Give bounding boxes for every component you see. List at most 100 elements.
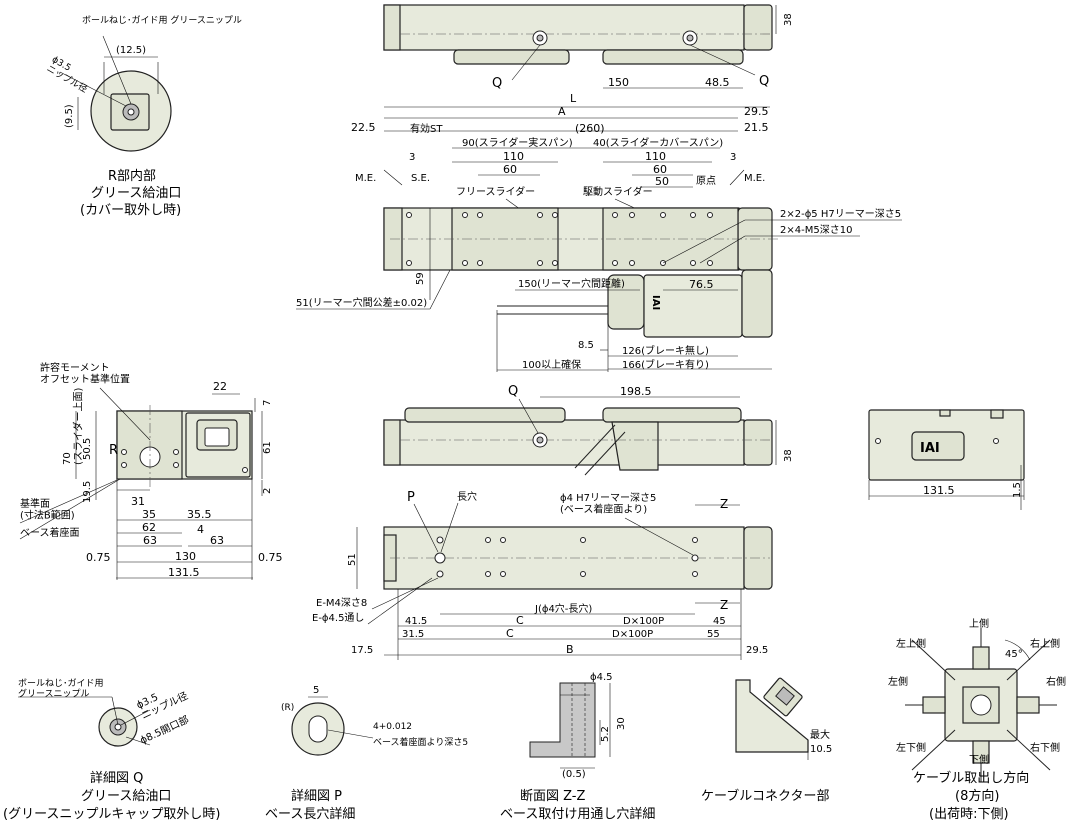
dim-21-5: 21.5 (744, 121, 769, 134)
dim-29-5-top: 29.5 (744, 105, 769, 118)
z-caption-line2: ベース取付け用通し穴詳細 (500, 806, 655, 822)
dim-70: 70(スライダー上面) (62, 387, 85, 465)
se-label: S.E. (411, 173, 430, 184)
q-marker-2: Q (759, 74, 769, 89)
dir-down: 下側 (969, 753, 989, 766)
r-label-p: (R) (281, 703, 294, 713)
dim-45: 45 (713, 616, 726, 627)
dim-12-5: (12.5) (116, 45, 146, 56)
p-caption-line2: ベース長穴詳細 (265, 806, 355, 822)
dim-5-2: 5.2 (600, 726, 611, 742)
detail-r: ボールねじ･ガイド用 グリースニップル (12.5) ϕ3.5ニップル径 (9.… (45, 14, 242, 218)
secure-100: 100以上確保 (522, 358, 581, 371)
bottom-view: P 長穴 ϕ4 H7リーマー深さ5(ベース着座面より) Z Z 51 E-M4深… (312, 490, 773, 660)
cable-caption-title: ケーブル取出し方向 (913, 770, 1029, 786)
dim-3-left: 3 (409, 152, 415, 163)
effective-stroke: 有効ST (410, 122, 443, 135)
r-caption-line2: グリース給油口 (91, 186, 181, 201)
dim-10-5: 10.5 (810, 744, 832, 755)
dim-B: B (566, 643, 574, 656)
nipple-diameter: ϕ3.5ニップル径 (45, 55, 94, 95)
dim-D-100P-1: D×100P (623, 616, 664, 627)
dir-right: 右側 (1046, 675, 1066, 688)
q-marker-1: Q (492, 76, 502, 91)
top-side-view: Q Q 38 150 48.5 (383, 4, 794, 91)
detail-p: 5 (R) 4+0.012 ベース着座面より深さ5 詳細図 P ベース長穴詳細 (265, 685, 468, 822)
moment-offset-note: 許容モーメントオフセット基準位置 (40, 361, 130, 386)
dim-C-2: C (506, 627, 514, 640)
dim-35-5: 35.5 (187, 508, 212, 521)
q-marker-3: Q (508, 384, 518, 399)
origin-label: 原点 (696, 175, 716, 187)
dir-up: 上側 (969, 617, 989, 630)
cable-caption-line2: (8方向) (955, 788, 999, 804)
dim-110-a: 110 (503, 150, 524, 163)
z-marker-top: Z (720, 497, 728, 511)
dim-38-top: 38 (783, 13, 794, 26)
cable-exit-directions: 上側 左上側 右上側 45° 左側 右側 左下側 右下側 下側 ケーブル取出し方… (888, 617, 1066, 822)
dim-130: 130 (175, 550, 196, 563)
side-view: Q 198.5 38 (383, 384, 794, 476)
z-caption-title: 断面図 Z-Z (520, 789, 586, 804)
dir-up-left: 左上側 (896, 637, 926, 650)
dim-31: 31 (131, 495, 145, 508)
dim-cover-span: 40(スライダーカバースパン) (593, 136, 723, 149)
r-caption-title: R部内部 (108, 168, 156, 184)
dim-198-5: 198.5 (620, 385, 652, 398)
dim-62: 62 (142, 521, 156, 534)
dim-50-5: 50.5 (82, 438, 93, 460)
max-label: 最大 (810, 728, 830, 741)
dim-61: 61 (262, 441, 273, 454)
dim-phi-4-5: ϕ4.5 (590, 672, 613, 683)
dim-60-b: 60 (653, 163, 667, 176)
dim-48-5: 48.5 (705, 76, 730, 89)
reference-face-note: 基準面(寸法B範囲) (20, 497, 75, 522)
dim-5: 5 (313, 685, 319, 696)
dim-110-b: 110 (645, 150, 666, 163)
dim-55: 55 (707, 629, 720, 640)
dim-260: (260) (575, 122, 605, 135)
dim-0-5: (0.5) (562, 769, 586, 780)
iai-logo-plan: IAI (650, 295, 661, 310)
dim-131-5-end: 131.5 (923, 484, 955, 497)
cable-connector: 最大 10.5 ケーブルコネクター部 (701, 677, 832, 804)
brake-on: 166(ブレーキ有り) (622, 358, 709, 371)
dim-8-5: 8.5 (578, 340, 594, 351)
dim-38-side: 38 (783, 449, 794, 462)
dim-29-5-bottom: 29.5 (746, 645, 768, 656)
base-mount-face: ベース着座面 (20, 526, 80, 539)
r-marker: R (109, 443, 118, 458)
dim-31-5: 31.5 (402, 629, 424, 640)
e-m4-note: E-M4深さ8 (316, 597, 367, 609)
dir-up-right: 右上側 (1030, 637, 1060, 650)
j-label: J(ϕ4穴-長穴) (534, 602, 592, 615)
dim-22: 22 (213, 380, 227, 393)
z-marker-bottom: Z (720, 598, 728, 612)
dim-17-5: 17.5 (351, 645, 373, 656)
reamer-base-note: ϕ4 H7リーマー深さ5(ベース着座面より) (560, 492, 656, 516)
iai-logo-end: IAI (920, 441, 940, 456)
dim-30: 30 (616, 717, 627, 730)
brake-off: 126(ブレーキ無し) (622, 344, 709, 357)
detail-q: ボールねじ･ガイド用グリースニップル ϕ3.5ニップル径 ϕ8.5開口部 詳細図… (3, 678, 221, 822)
plan-view: L A 29.5 22.5 有効ST (260) 21.5 90(スライダー実ス… (296, 92, 902, 372)
dim-41-5: 41.5 (405, 616, 427, 627)
dim-3-right: 3 (730, 152, 736, 163)
dim-59: 59 (415, 272, 426, 285)
q-caption-line3: (グリースニップルキャップ取外し時) (3, 807, 221, 822)
reamer-holes-note: 2×2-ϕ5 H7リーマー深さ5 (780, 208, 901, 220)
dim-19-5: 19.5 (82, 481, 93, 503)
r-caption-line3: (カバー取外し時) (80, 203, 181, 218)
dir-angle: 45° (1005, 649, 1023, 660)
dir-down-right: 右下側 (1030, 741, 1060, 754)
dim-131-5: 131.5 (168, 566, 200, 579)
dim-1-5: 1.5 (1012, 482, 1023, 498)
e-45-note: E-ϕ4.5通し (312, 612, 364, 624)
dim-2: 2 (262, 488, 273, 494)
dim-60-a: 60 (503, 163, 517, 176)
dim-51: 51 (347, 553, 358, 566)
dim-C-1: C (516, 614, 524, 627)
me-right: M.E. (744, 173, 765, 184)
q-caption-title: 詳細図 Q (90, 770, 143, 786)
